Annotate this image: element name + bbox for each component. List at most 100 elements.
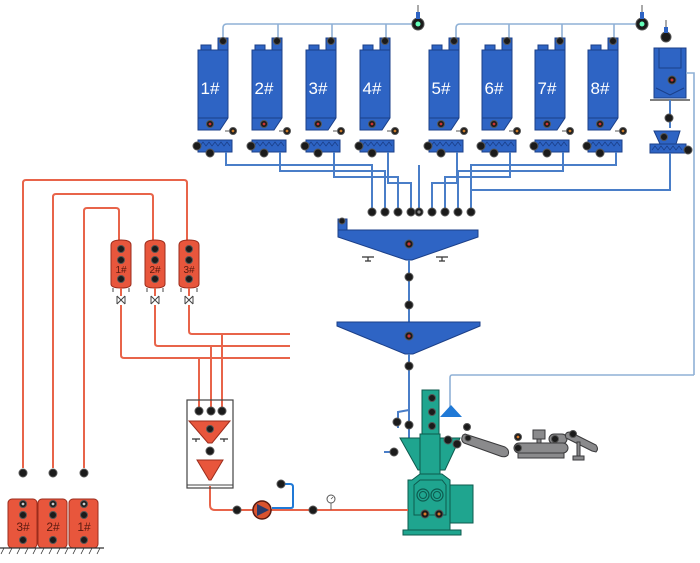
scale-inlet-gate-icon[interactable] — [406, 207, 416, 217]
ingredient-bin-1[interactable]: 1# — [192, 37, 237, 158]
level-sensor-icon[interactable] — [391, 127, 399, 135]
dust-outlet-icon[interactable] — [273, 37, 281, 45]
valve-icon[interactable] — [232, 505, 242, 515]
level-sensor-icon[interactable] — [513, 127, 521, 135]
feeder-motor-icon[interactable] — [300, 141, 310, 151]
scale-inlet-gate-icon[interactable] — [453, 207, 463, 217]
scale-inlet-gate-icon[interactable] — [380, 207, 390, 217]
scale-inlet-gate-icon[interactable] — [367, 207, 377, 217]
level-sensor-icon[interactable] — [337, 127, 345, 135]
valve-icon[interactable] — [18, 468, 28, 478]
ingredient-bin-2[interactable]: 2# — [246, 37, 291, 158]
ingredient-bin-6[interactable]: 6# — [476, 37, 521, 158]
liquid-storage-tank-2[interactable]: 2# — [37, 468, 68, 549]
ingredient-bin-8[interactable]: 8# — [582, 37, 627, 158]
dust-outlet-icon[interactable] — [503, 37, 511, 45]
level-sensor-icon[interactable] — [80, 500, 88, 508]
feeder-motor-icon[interactable] — [529, 141, 539, 151]
scale-inlet-gate-icon[interactable] — [466, 207, 476, 217]
dust-outlet-icon[interactable] — [609, 37, 617, 45]
gate-valve-icon[interactable] — [404, 361, 414, 371]
ingredient-bin-3[interactable]: 3# — [300, 37, 345, 158]
ingredient-bin-4[interactable]: 4# — [354, 37, 399, 158]
liquid-pump[interactable] — [252, 500, 272, 520]
level-sensor-icon[interactable] — [49, 500, 57, 508]
feeder-motor-icon[interactable] — [259, 148, 269, 158]
water-valve-icon[interactable] — [276, 479, 286, 489]
scale-inlet-gate-icon[interactable] — [440, 207, 450, 217]
level-sensor-icon[interactable] — [117, 275, 125, 283]
batching-scale-hopper[interactable] — [337, 217, 479, 262]
gate-valve-icon[interactable] — [404, 300, 414, 310]
dust-outlet-icon[interactable] — [381, 37, 389, 45]
level-sensor-icon[interactable] — [368, 120, 376, 128]
feeder-motor-icon[interactable] — [423, 141, 433, 151]
level-sensor-icon[interactable] — [437, 120, 445, 128]
feeder-motor-icon[interactable] — [313, 148, 323, 158]
scale-inlet-gate-icon[interactable] — [414, 207, 424, 217]
level-sensor-icon[interactable] — [283, 127, 291, 135]
level-sensor-icon[interactable] — [260, 120, 268, 128]
scale-inlet-gate-icon[interactable] — [427, 207, 437, 217]
level-sensor-icon[interactable] — [185, 245, 193, 253]
liquid-storage-tank-3[interactable]: 3# — [7, 468, 38, 549]
level-sensor-icon[interactable] — [490, 120, 498, 128]
level-sensor-icon[interactable] — [19, 536, 27, 544]
scale-inlet-gate-icon[interactable] — [393, 207, 403, 217]
level-sensor-icon[interactable] — [566, 127, 574, 135]
dust-fan-2[interactable] — [635, 5, 649, 31]
liquid-day-tank-3[interactable]: 3# — [178, 239, 200, 305]
liquid-day-tank-2[interactable]: 2# — [144, 239, 166, 305]
level-sensor-icon[interactable] — [596, 120, 604, 128]
level-sensor-icon[interactable] — [19, 511, 27, 519]
feeder-motor-icon[interactable] — [367, 148, 377, 158]
dust-outlet-icon[interactable] — [556, 37, 564, 45]
pellet-mill[interactable] — [399, 389, 474, 536]
dust-outlet-icon[interactable] — [219, 37, 227, 45]
level-sensor-icon[interactable] — [460, 127, 468, 135]
valve-icon[interactable] — [116, 295, 126, 305]
gate-valve-icon[interactable] — [404, 272, 414, 282]
feeder-motor-icon[interactable] — [354, 141, 364, 151]
level-sensor-icon[interactable] — [151, 275, 159, 283]
valve-icon[interactable] — [150, 295, 160, 305]
feeder-motor-icon[interactable] — [595, 148, 605, 158]
level-sensor-icon[interactable] — [49, 511, 57, 519]
feeder-motor-icon[interactable] — [192, 141, 202, 151]
level-sensor-icon[interactable] — [543, 120, 551, 128]
liquid-day-tank-1[interactable]: 1# — [110, 239, 132, 305]
feeder-motor-icon[interactable] — [246, 141, 256, 151]
dust-outlet-icon[interactable] — [450, 37, 458, 45]
valve-icon[interactable] — [308, 505, 318, 515]
surge-hopper[interactable] — [336, 321, 481, 355]
level-sensor-icon[interactable] — [314, 120, 322, 128]
valve-icon[interactable] — [48, 468, 58, 478]
level-sensor-icon[interactable] — [80, 511, 88, 519]
level-sensor-icon[interactable] — [19, 500, 27, 508]
level-sensor-icon[interactable] — [206, 120, 214, 128]
level-sensor-icon[interactable] — [151, 256, 159, 264]
level-sensor-icon[interactable] — [151, 245, 159, 253]
level-sensor-icon[interactable] — [117, 256, 125, 264]
ingredient-bin-7[interactable]: 7# — [529, 37, 574, 158]
valve-icon[interactable] — [184, 295, 194, 305]
feeder-motor-icon[interactable] — [582, 141, 592, 151]
liquid-scale[interactable] — [186, 399, 234, 489]
valve-icon[interactable] — [79, 468, 89, 478]
dust-fan-3[interactable] — [660, 20, 672, 43]
level-sensor-icon[interactable] — [185, 275, 193, 283]
level-sensor-icon[interactable] — [49, 536, 57, 544]
feeder-motor-icon[interactable] — [476, 141, 486, 151]
feeder-motor-icon[interactable] — [542, 148, 552, 158]
level-sensor-icon[interactable] — [80, 536, 88, 544]
feeder-motor-icon[interactable] — [205, 148, 215, 158]
feeder-motor-icon[interactable] — [436, 148, 446, 158]
level-sensor-icon[interactable] — [117, 245, 125, 253]
ingredient-bin-5[interactable]: 5# — [423, 37, 468, 158]
level-sensor-icon[interactable] — [185, 256, 193, 264]
dust-fan-1[interactable] — [411, 5, 425, 31]
level-sensor-icon[interactable] — [229, 127, 237, 135]
level-sensor-icon[interactable] — [619, 127, 627, 135]
belt-conveyor[interactable] — [461, 423, 598, 461]
liquid-storage-tank-1[interactable]: 1# — [68, 468, 99, 549]
